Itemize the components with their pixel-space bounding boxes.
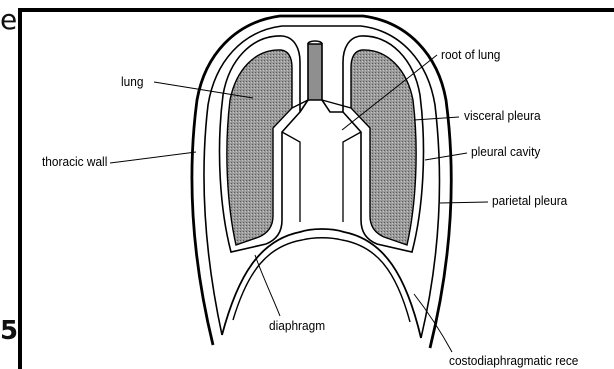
label-costodiaphragmatic-recess: costodiaphragmatic rece [449, 355, 585, 368]
left-bronchus [300, 100, 343, 112]
mediastinum-right-inner [343, 132, 361, 222]
leader-diaphragm [255, 255, 280, 316]
label-thoracic-wall: thoracic wall [42, 156, 111, 169]
label-lung: lung [121, 76, 145, 89]
leader-parietal-pleura [440, 202, 488, 203]
label-visceral-pleura: visceral pleura [464, 110, 545, 123]
label-root-of-lung: root of lung [441, 49, 504, 62]
trachea [308, 44, 322, 100]
label-pleural-cavity: pleural cavity [471, 146, 544, 159]
label-diaphragm: diaphragm [269, 320, 328, 333]
mediastinum-left-inner [282, 132, 300, 222]
leader-pleural-cavity [425, 153, 467, 160]
leader-thoracic-wall [110, 152, 196, 163]
left-root-band [292, 100, 351, 108]
label-parietal-pleura: parietal pleura [492, 195, 571, 208]
leader-costodiaphragmatic-recess [414, 294, 452, 352]
diaphragm-inner-outline [233, 238, 410, 322]
